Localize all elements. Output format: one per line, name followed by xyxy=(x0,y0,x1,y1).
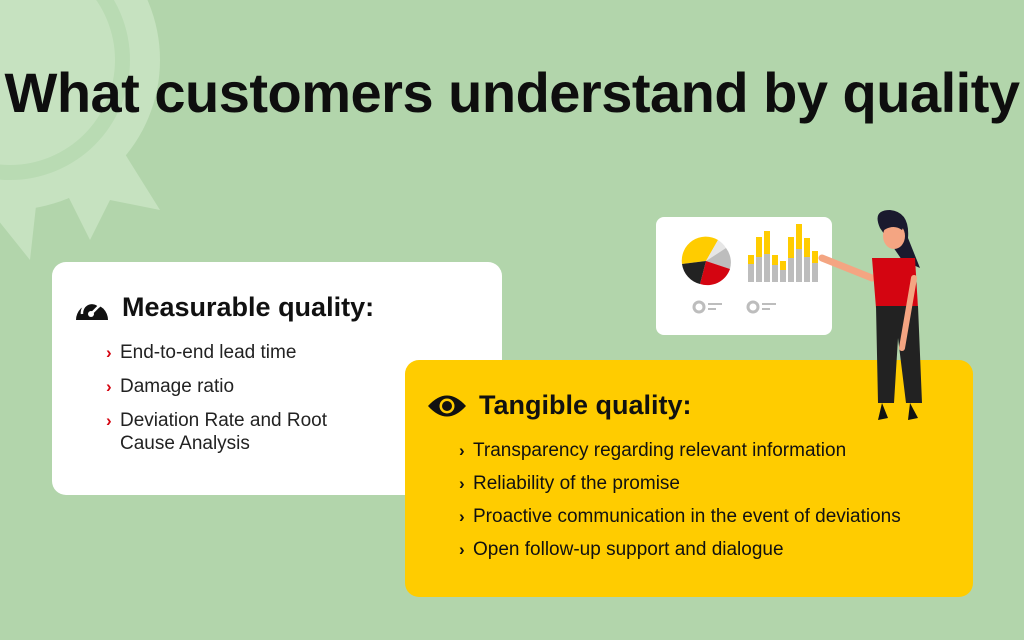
list-item: ›Damage ratio xyxy=(106,376,235,397)
tangible-list: ›Transparency regarding relevant informa… xyxy=(427,439,951,561)
chevron-right-icon: › xyxy=(459,540,465,559)
chevron-right-icon: › xyxy=(106,377,112,396)
chevron-right-icon: › xyxy=(106,411,112,430)
list-item: ›Proactive communication in the event of… xyxy=(459,506,901,527)
dashboard-illustration xyxy=(656,217,832,335)
chevron-right-icon: › xyxy=(106,343,112,362)
eye-icon xyxy=(428,395,466,416)
chevron-right-icon: › xyxy=(459,507,465,526)
list-item: ›Reliability of the promise xyxy=(459,473,680,494)
list-item: ›Deviation Rate and Root Cause Analysis xyxy=(106,410,328,454)
list-item: ›Open follow-up support and dialogue xyxy=(459,539,784,560)
chevron-right-icon: › xyxy=(459,441,465,460)
chevron-right-icon: › xyxy=(459,474,465,493)
list-item: ›End-to-end lead time xyxy=(106,342,297,363)
tangible-heading: Tangible quality: xyxy=(479,390,692,420)
page-title: What customers understand by quality xyxy=(4,61,1020,124)
measurable-heading: Measurable quality: xyxy=(122,292,375,322)
chart-illustration-icon xyxy=(681,224,818,314)
presenter-illustration xyxy=(818,210,922,420)
rosette-decoration xyxy=(0,0,160,260)
speedometer-icon xyxy=(76,301,108,320)
measurable-list: ›End-to-end lead time ›Damage ratio ›Dev… xyxy=(74,341,480,455)
list-item: ›Transparency regarding relevant informa… xyxy=(459,440,847,461)
